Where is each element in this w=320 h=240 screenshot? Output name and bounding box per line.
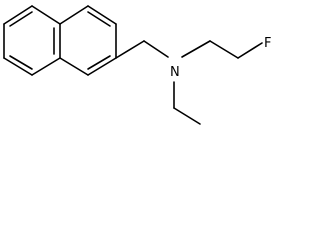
bond-ring-left-top [3, 5, 33, 25]
bond-ethyl [173, 107, 201, 125]
bond-ring-left-bottom [31, 57, 61, 76]
structural-formula: N F [3, 5, 271, 125]
nitrogen-atom-label: N [170, 65, 180, 80]
bond-ring-to-methylene [115, 40, 145, 59]
naphthalene-left-ring [3, 5, 61, 76]
double-bond-right-bottom [87, 55, 111, 70]
bond-ring-right-bottom [59, 57, 89, 76]
bond-ring-left-lower-side [3, 57, 33, 76]
bond-methylene-to-nitrogen [143, 40, 169, 58]
bond-ring-right-upper [87, 5, 117, 25]
double-bond-right-top [87, 11, 111, 27]
amine-side-chain [115, 40, 263, 125]
bond-nitrogen-to-fluoroethyl [181, 40, 211, 58]
naphthalene-right-ring [59, 5, 117, 76]
bond-ring-right-lower [87, 57, 117, 76]
bond-chain-to-fluorine [237, 42, 263, 59]
bond-ring-left-upper-right [31, 5, 61, 25]
fluorine-atom-label: F [264, 36, 271, 51]
double-bond-left-bottom [9, 55, 33, 70]
bond-ring-right-top [59, 5, 89, 25]
bond-fluoroethyl-chain [209, 40, 239, 59]
double-bond-left-top [9, 11, 33, 27]
